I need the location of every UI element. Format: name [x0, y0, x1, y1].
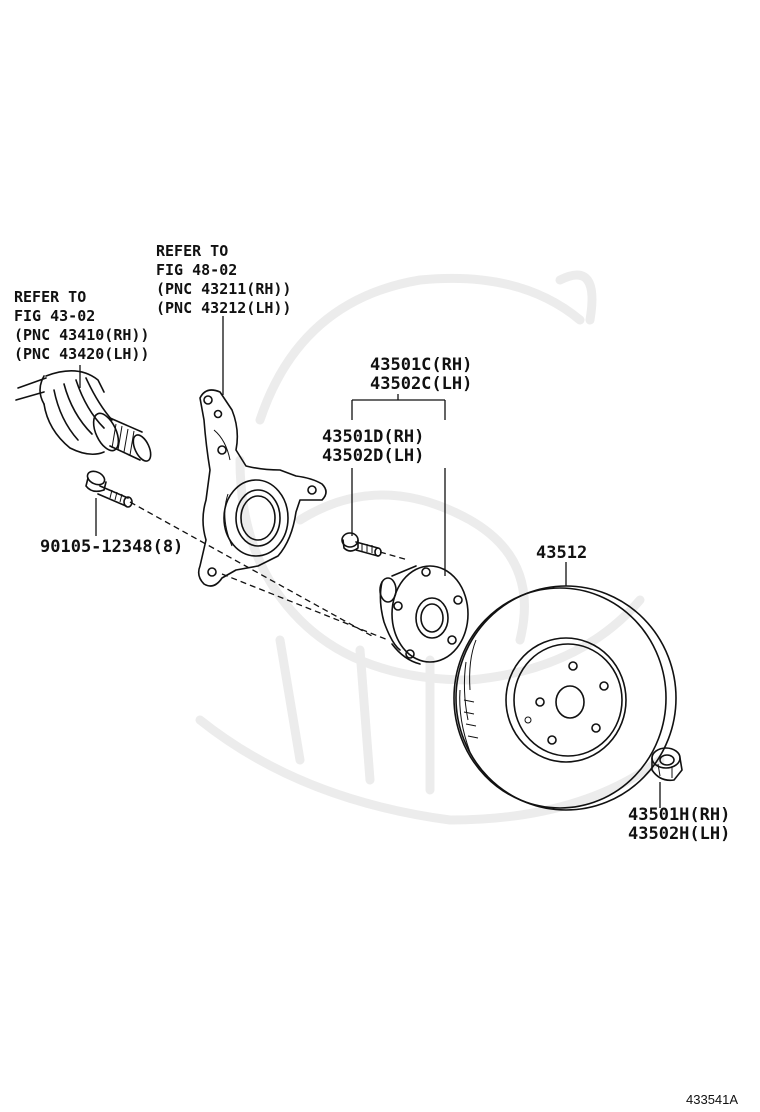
- assembly-dashed-lines: [129, 501, 409, 641]
- driveshaft-ref-line2: FIG 43-02: [14, 307, 95, 325]
- figure-number: 433541A: [686, 1092, 738, 1107]
- hub-bolt-lh-part-number[interactable]: 43502D(LH): [322, 446, 424, 466]
- nut-rh-part-number[interactable]: 43501H(RH): [628, 805, 730, 825]
- driveshaft-callout: REFER TO FIG 43-02 (PNC 43410(RH)) (PNC …: [14, 288, 149, 363]
- hub-assy-lh-part-number[interactable]: 43502C(LH): [370, 374, 472, 394]
- driveshaft-ref-line1: REFER TO: [14, 288, 86, 306]
- hub-nut-illustration: [651, 747, 683, 782]
- hub-assy-callout[interactable]: 43501C(RH) 43502C(LH): [370, 355, 472, 394]
- nut-callout[interactable]: 43501H(RH) 43502H(LH): [628, 805, 730, 844]
- knuckle-bolt-illustration: [85, 470, 133, 508]
- nut-lh-part-number[interactable]: 43502H(LH): [628, 824, 730, 844]
- hub-assy-rh-part-number[interactable]: 43501C(RH): [370, 355, 472, 375]
- hub-bolt-rh-part-number[interactable]: 43501D(RH): [322, 427, 424, 447]
- knuckle-ref-line4: (PNC 43212(LH)): [156, 299, 291, 317]
- driveshaft-illustration: [15, 370, 152, 462]
- hub-bolt-callout[interactable]: 43501D(RH) 43502D(LH): [322, 427, 424, 466]
- knuckle-ref-line2: FIG 48-02: [156, 261, 237, 279]
- hub-bearing-illustration: [379, 565, 469, 665]
- rotor-part-number[interactable]: 43512: [536, 543, 587, 563]
- driveshaft-ref-line3: (PNC 43410(RH)): [14, 326, 149, 344]
- knuckle-callout: REFER TO FIG 48-02 (PNC 43211(RH)) (PNC …: [156, 242, 291, 317]
- hub-bolt-illustration: [341, 532, 382, 557]
- bolt-part-number[interactable]: 90105-12348(8): [40, 537, 183, 557]
- driveshaft-ref-line4: (PNC 43420(LH)): [14, 345, 149, 363]
- steering-knuckle-illustration: [197, 389, 327, 587]
- watermark-emblem: [195, 270, 665, 825]
- leader-lines: [79, 316, 661, 808]
- knuckle-ref-line1: REFER TO: [156, 242, 228, 260]
- knuckle-ref-line3: (PNC 43211(RH)): [156, 280, 291, 298]
